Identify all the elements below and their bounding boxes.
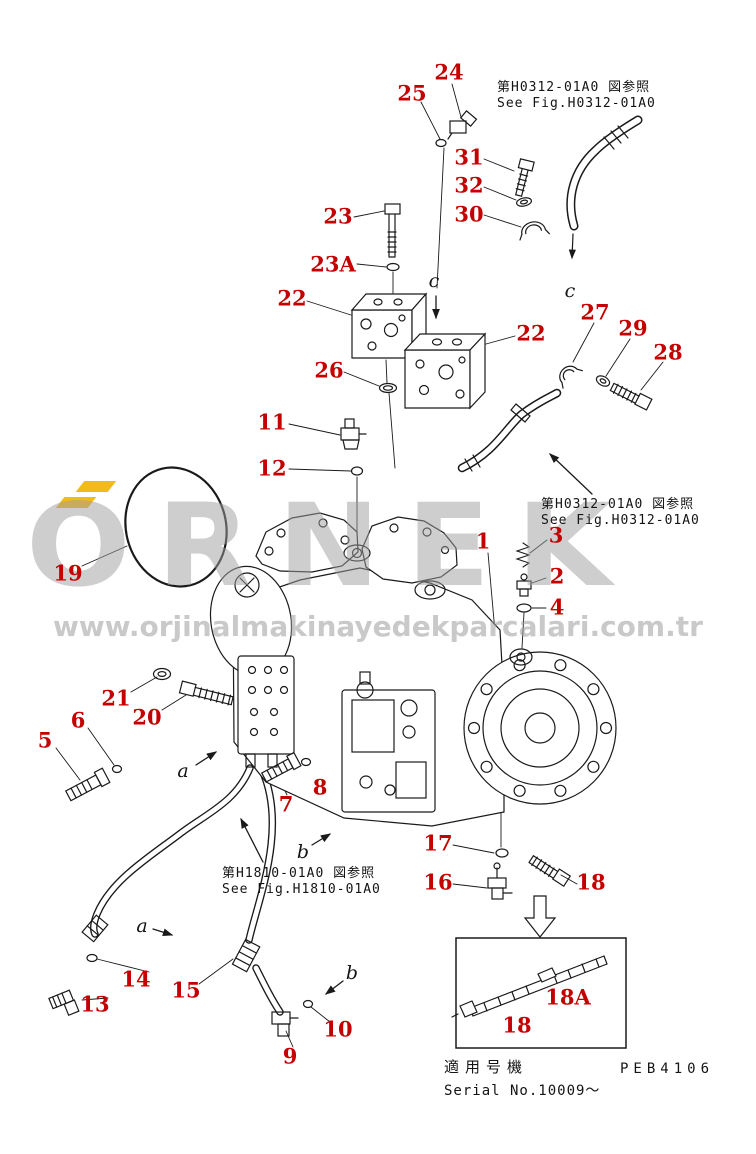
o-ring-19 bbox=[124, 466, 228, 588]
callout-17: 17 bbox=[423, 830, 453, 856]
bolt-18 bbox=[528, 855, 572, 888]
callout-24: 24 bbox=[434, 59, 464, 85]
callout-23A: 23A bbox=[310, 251, 356, 277]
clamp-30 bbox=[519, 221, 550, 241]
callout-5: 5 bbox=[37, 727, 53, 753]
callout-18: 18 bbox=[576, 869, 606, 895]
elbow-fitting-11 bbox=[340, 418, 367, 450]
section-letter-a: a bbox=[177, 760, 189, 782]
callout-23: 23 bbox=[323, 203, 353, 229]
hose-top-right bbox=[566, 115, 643, 260]
o-ring-8 bbox=[300, 757, 312, 767]
o-ring-23a bbox=[386, 262, 400, 272]
bolt-23 bbox=[384, 203, 401, 258]
fitting-16 bbox=[487, 862, 513, 900]
fitting-5 bbox=[64, 767, 111, 802]
pump-assembly bbox=[209, 512, 617, 827]
detail-arrow bbox=[523, 895, 557, 938]
section-letter-c: c bbox=[428, 270, 440, 292]
callout-13: 13 bbox=[80, 991, 110, 1017]
o-ring-4 bbox=[516, 603, 532, 613]
fitting-2 bbox=[516, 573, 532, 597]
washer-29 bbox=[595, 375, 611, 387]
detail-box bbox=[451, 937, 627, 1049]
callout-21: 21 bbox=[101, 685, 131, 711]
callout-16: 16 bbox=[423, 869, 453, 895]
hose-mid-right bbox=[457, 388, 562, 473]
callout-27: 27 bbox=[580, 299, 610, 325]
section-arrows bbox=[152, 295, 593, 995]
o-ring-14 bbox=[86, 953, 98, 963]
callout-25: 25 bbox=[397, 80, 427, 106]
washer-32 bbox=[516, 197, 532, 207]
elbow-fitting-9 bbox=[271, 1011, 299, 1037]
callout-28: 28 bbox=[653, 339, 683, 365]
callout-1: 1 bbox=[475, 528, 491, 554]
section-letter-c: c bbox=[564, 280, 576, 302]
valve-block-22-right bbox=[403, 332, 487, 410]
spring-3 bbox=[515, 542, 531, 568]
callout-32: 32 bbox=[454, 172, 484, 198]
elbow-fitting-13 bbox=[48, 989, 80, 1017]
bolt-20 bbox=[178, 680, 234, 706]
callout-10: 10 bbox=[323, 1016, 353, 1042]
serial-number: Serial No.10009～ bbox=[444, 1083, 601, 1099]
serial-note: 適用号機 Serial No.10009～ bbox=[444, 1056, 600, 1100]
callout-19: 19 bbox=[53, 560, 83, 586]
leader-lines bbox=[55, 83, 664, 1048]
callout-7: 7 bbox=[278, 791, 294, 817]
o-ring-12 bbox=[350, 466, 364, 476]
callout-20: 20 bbox=[132, 704, 162, 730]
callout-9: 9 bbox=[282, 1043, 298, 1069]
o-ring-17 bbox=[495, 848, 509, 858]
section-letter-b: b bbox=[296, 841, 310, 863]
callout-4: 4 bbox=[549, 594, 565, 620]
callout-31: 31 bbox=[454, 144, 484, 170]
fitting-7 bbox=[260, 751, 302, 783]
callout-8: 8 bbox=[312, 774, 328, 800]
callout-3: 3 bbox=[548, 522, 564, 548]
applicable-model-label: 適用号機 bbox=[444, 1058, 529, 1076]
o-ring-10 bbox=[302, 999, 314, 1009]
o-ring-26 bbox=[378, 382, 398, 394]
callout-6: 6 bbox=[70, 707, 86, 733]
o-ring-25 bbox=[435, 138, 447, 148]
callout-2: 2 bbox=[549, 563, 565, 589]
clamp-27 bbox=[559, 365, 583, 389]
callout-22: 22 bbox=[516, 320, 546, 346]
callout-26: 26 bbox=[314, 357, 344, 383]
callout-29: 29 bbox=[618, 315, 648, 341]
bolt-28 bbox=[609, 382, 653, 411]
callout-12: 12 bbox=[257, 455, 287, 481]
section-letter-a: a bbox=[136, 915, 148, 937]
bolt-31 bbox=[515, 158, 535, 197]
drawing-code: PEB4106 bbox=[620, 1061, 715, 1077]
o-ring-6 bbox=[111, 764, 123, 774]
callout-11: 11 bbox=[257, 409, 287, 435]
section-letter-b: b bbox=[345, 962, 359, 984]
callout-30: 30 bbox=[454, 201, 484, 227]
fitting-15 bbox=[231, 938, 261, 973]
callout-18A: 18A bbox=[545, 984, 591, 1010]
callout-15: 15 bbox=[171, 977, 201, 1003]
callout-14: 14 bbox=[121, 966, 151, 992]
callout-22: 22 bbox=[277, 285, 307, 311]
elbow-fitting-24 bbox=[447, 110, 478, 140]
callout-18: 18 bbox=[502, 1012, 532, 1038]
hose-bottom-left-1 bbox=[81, 764, 254, 943]
hose-bottom-left-2 bbox=[245, 766, 284, 1016]
washer-21 bbox=[152, 667, 172, 681]
